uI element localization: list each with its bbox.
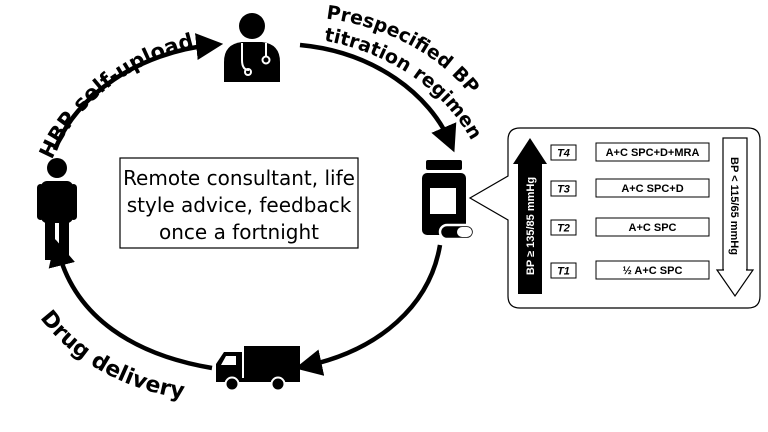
- down-arrow-label: BP < 115/65 mmHg: [728, 157, 740, 255]
- step-id: T3: [557, 184, 570, 196]
- pill-bottle-icon: [422, 160, 476, 241]
- step-id: T4: [557, 148, 570, 160]
- cycle-arrows: [48, 33, 457, 376]
- person-icon: [37, 158, 77, 260]
- step-id: T2: [557, 223, 570, 235]
- doctor-icon: [224, 13, 280, 82]
- delivery-truck-icon: [216, 346, 300, 392]
- upload-label: HBP self-upload: [35, 29, 196, 162]
- up-arrow-label: BP ≥ 135/85 mmHg: [525, 177, 537, 275]
- step-row: T2 A+C SPC: [550, 217, 710, 237]
- step-row: T4 A+C SPC+D+MRA: [550, 142, 710, 162]
- consultation-box: Remote consultant, life style advice, fe…: [119, 157, 359, 249]
- consultation-line-2: style advice, feedback: [127, 193, 352, 217]
- titration-panel: BP ≥ 135/85 mmHg BP < 115/65 mmHg T4 A+C…: [468, 127, 761, 309]
- step-regimen: A+C SPC: [629, 222, 677, 234]
- arrow-truck-to-patient: [48, 239, 213, 371]
- step-regimen: A+C SPC+D+MRA: [606, 147, 700, 159]
- consultation-line-3: once a fortnight: [159, 220, 319, 244]
- step-regimen: ½ A+C SPC: [623, 265, 683, 277]
- step-regimen: A+C SPC+D: [621, 183, 683, 195]
- consultation-line-1: Remote consultant, life: [123, 166, 355, 190]
- arrow-medication-to-truck: [295, 244, 443, 376]
- up-arrow-escalate: BP ≥ 135/85 mmHg: [513, 138, 547, 294]
- titration-steps: T4 A+C SPC+D+MRA T3 A+C SPC+D T2 A+C SPC…: [550, 142, 710, 280]
- arrow-doctor-to-medication: [299, 42, 457, 153]
- step-row: T3 A+C SPC+D: [550, 178, 710, 198]
- down-arrow-deescalate: BP < 115/65 mmHg: [715, 137, 755, 298]
- step-id: T1: [557, 266, 570, 278]
- arrow-patient-to-doctor: [52, 33, 224, 151]
- step-row: T1 ½ A+C SPC: [550, 260, 710, 280]
